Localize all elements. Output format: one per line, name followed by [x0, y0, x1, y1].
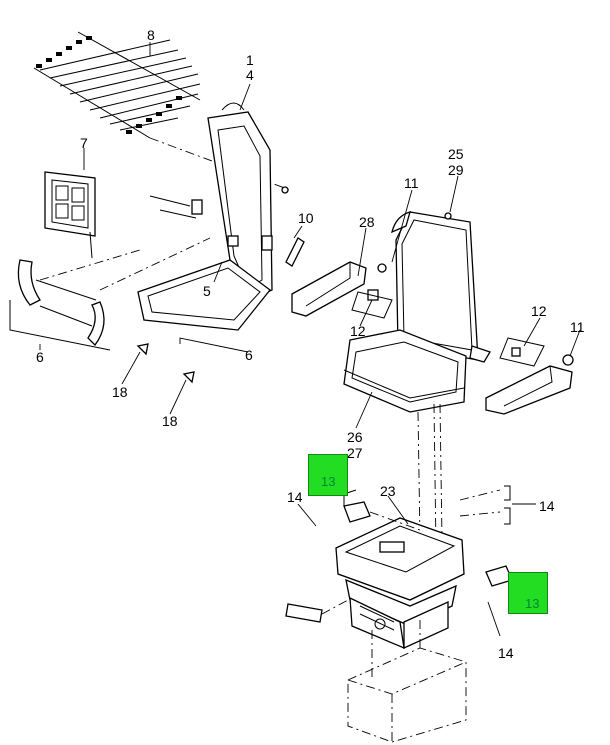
column-assembly-lines	[417, 403, 443, 551]
callout-6-left: 6	[36, 349, 44, 365]
callout-14-right: 14	[539, 498, 555, 514]
lumbar-pad-part	[44, 171, 96, 259]
callout-26: 26	[347, 429, 363, 445]
clip-part	[136, 343, 195, 384]
callout-1: 1	[246, 52, 254, 68]
callout-6-right: 6	[245, 347, 253, 363]
mounting-bracket-part	[343, 489, 513, 587]
callout-23: 23	[380, 483, 396, 499]
callout-25: 25	[448, 146, 464, 162]
armrest-right-part	[485, 337, 574, 415]
shim-plate-part	[285, 599, 349, 623]
leader-lines	[39, 42, 581, 637]
hotspot-13-lower[interactable]: 13	[508, 572, 548, 614]
seat-cushion-part	[343, 329, 491, 413]
hotspot-13-upper-label: 13	[321, 474, 336, 489]
armrest-left-part	[291, 261, 393, 319]
storage-box-part	[347, 620, 467, 743]
callout-28: 28	[359, 214, 375, 230]
suspension-base-part	[335, 517, 465, 650]
callout-12-right: 12	[531, 303, 547, 319]
hotspot-13-lower-label: 13	[525, 596, 540, 611]
seat-back-cushion-part	[391, 211, 479, 361]
callout-10: 10	[298, 210, 314, 226]
callout-8: 8	[147, 27, 155, 43]
hotspot-13-upper[interactable]: 13	[308, 454, 348, 496]
spring-grid-part	[33, 31, 291, 191]
callout-11-right: 11	[570, 319, 585, 335]
callout-5: 5	[203, 283, 211, 299]
callout-7: 7	[80, 135, 88, 151]
callout-14-bottom: 14	[498, 645, 514, 661]
callout-18-upper: 18	[112, 384, 128, 400]
callout-4: 4	[246, 67, 254, 83]
callout-29: 29	[448, 162, 464, 178]
callout-27: 27	[347, 445, 363, 461]
side-cover-part-left	[9, 259, 111, 351]
callout-14-left: 14	[287, 489, 303, 505]
seat-frame-part	[39, 102, 289, 331]
callout-18-lower: 18	[162, 413, 178, 429]
callout-12-left: 12	[350, 323, 366, 339]
hardware-bracket-right	[459, 485, 511, 525]
callout-11-left: 11	[404, 175, 419, 191]
pivot-pin-part	[285, 237, 305, 267]
